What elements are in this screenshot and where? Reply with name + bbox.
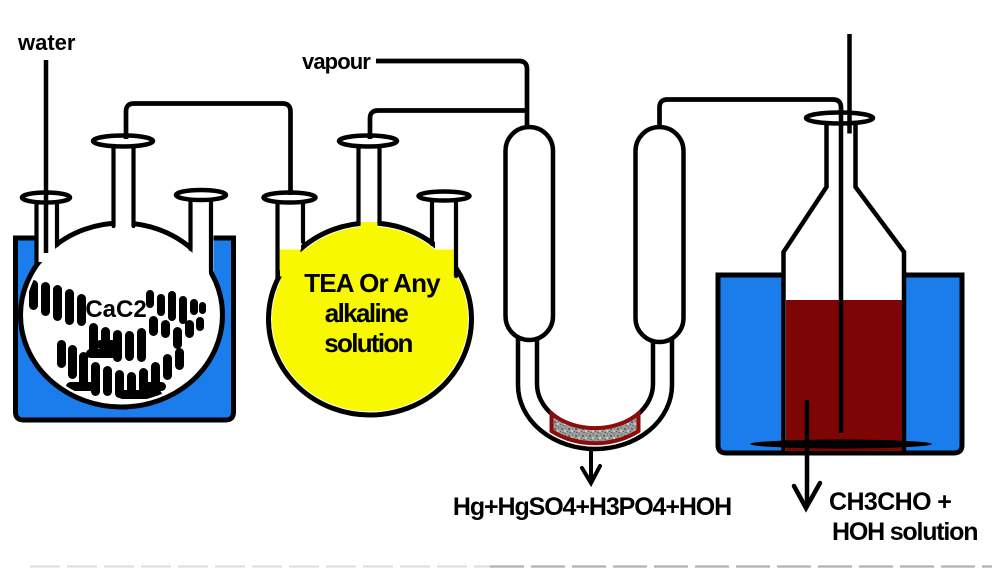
svg-text:HOH solution: HOH solution bbox=[832, 518, 977, 546]
svg-text:TEA Or Any: TEA Or Any bbox=[304, 268, 441, 298]
svg-text:solution: solution bbox=[324, 328, 412, 358]
svg-text:alkaline: alkaline bbox=[325, 298, 409, 328]
svg-text:water: water bbox=[17, 30, 76, 55]
svg-text:vapour: vapour bbox=[302, 49, 371, 74]
svg-text:Hg+HgSO4+H3PO4+HOH: Hg+HgSO4+H3PO4+HOH bbox=[453, 493, 731, 521]
svg-text:CaC2: CaC2 bbox=[85, 296, 146, 323]
svg-text:CH3CHO +: CH3CHO + bbox=[829, 488, 951, 516]
